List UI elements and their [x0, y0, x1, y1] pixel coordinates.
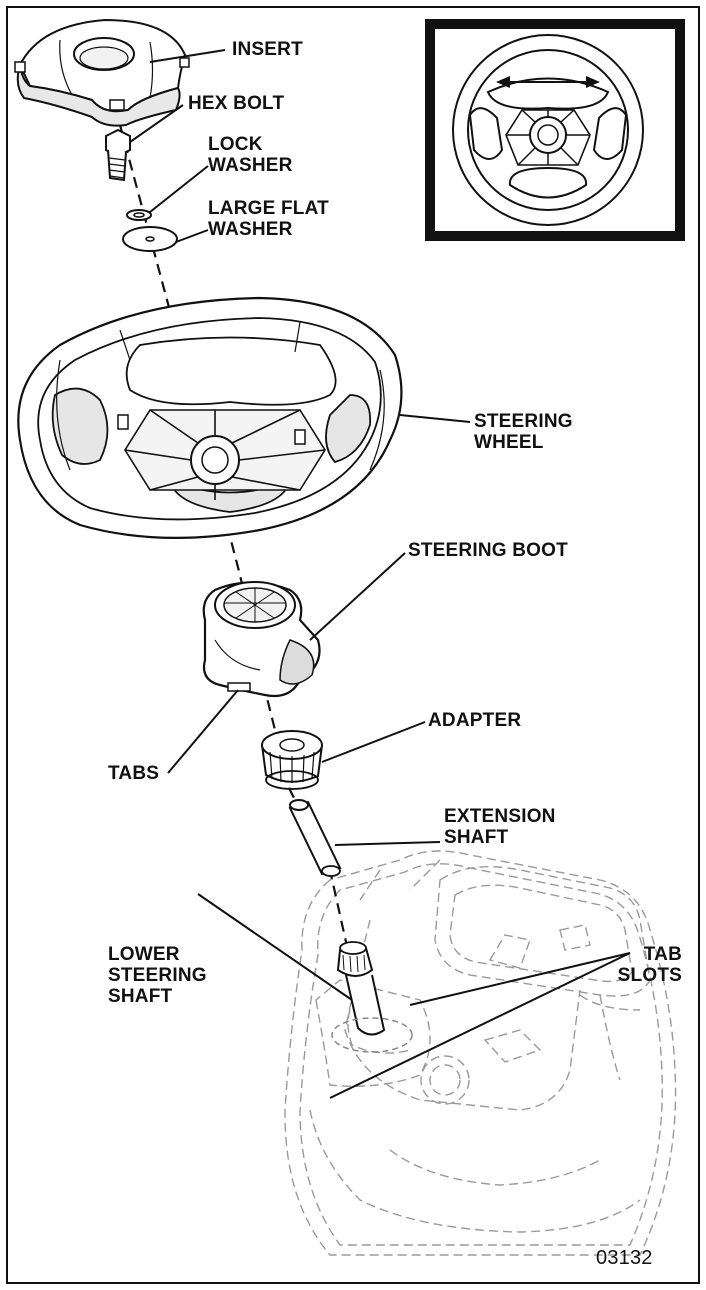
label-large-flat-washer: LARGE FLAT WASHER: [208, 198, 329, 240]
label-steering-wheel: STEERING WHEEL: [474, 411, 573, 453]
steering-wheel-part: [17, 296, 403, 539]
hex-bolt-part: [105, 128, 131, 182]
inset-view: [425, 19, 685, 241]
label-insert: INSERT: [232, 39, 303, 60]
label-lock-washer: LOCK WASHER: [208, 134, 293, 176]
adapter-part: [261, 730, 323, 790]
leader-lines: [129, 49, 631, 1099]
figure-number: 03132: [596, 1247, 653, 1269]
label-steering-boot: STEERING BOOT: [408, 540, 568, 561]
lower-steering-shaft-part: [331, 941, 413, 1053]
label-lower-steering-shaft: LOWER STEERING SHAFT: [108, 944, 207, 1007]
extension-shaft-part: [288, 799, 342, 877]
label-extension-shaft: EXTENSION SHAFT: [444, 806, 556, 848]
label-adapter: ADAPTER: [428, 710, 522, 731]
label-tabs: TABS: [108, 763, 160, 784]
flat-washer-part: [122, 226, 178, 252]
insert-part: [14, 18, 190, 127]
label-hex-bolt: HEX BOLT: [188, 93, 285, 114]
console-outline: [284, 850, 677, 1256]
label-tab-slots: TAB SLOTS: [617, 944, 682, 986]
lock-washer-part: [126, 209, 152, 221]
steering-boot-part: [202, 581, 321, 698]
